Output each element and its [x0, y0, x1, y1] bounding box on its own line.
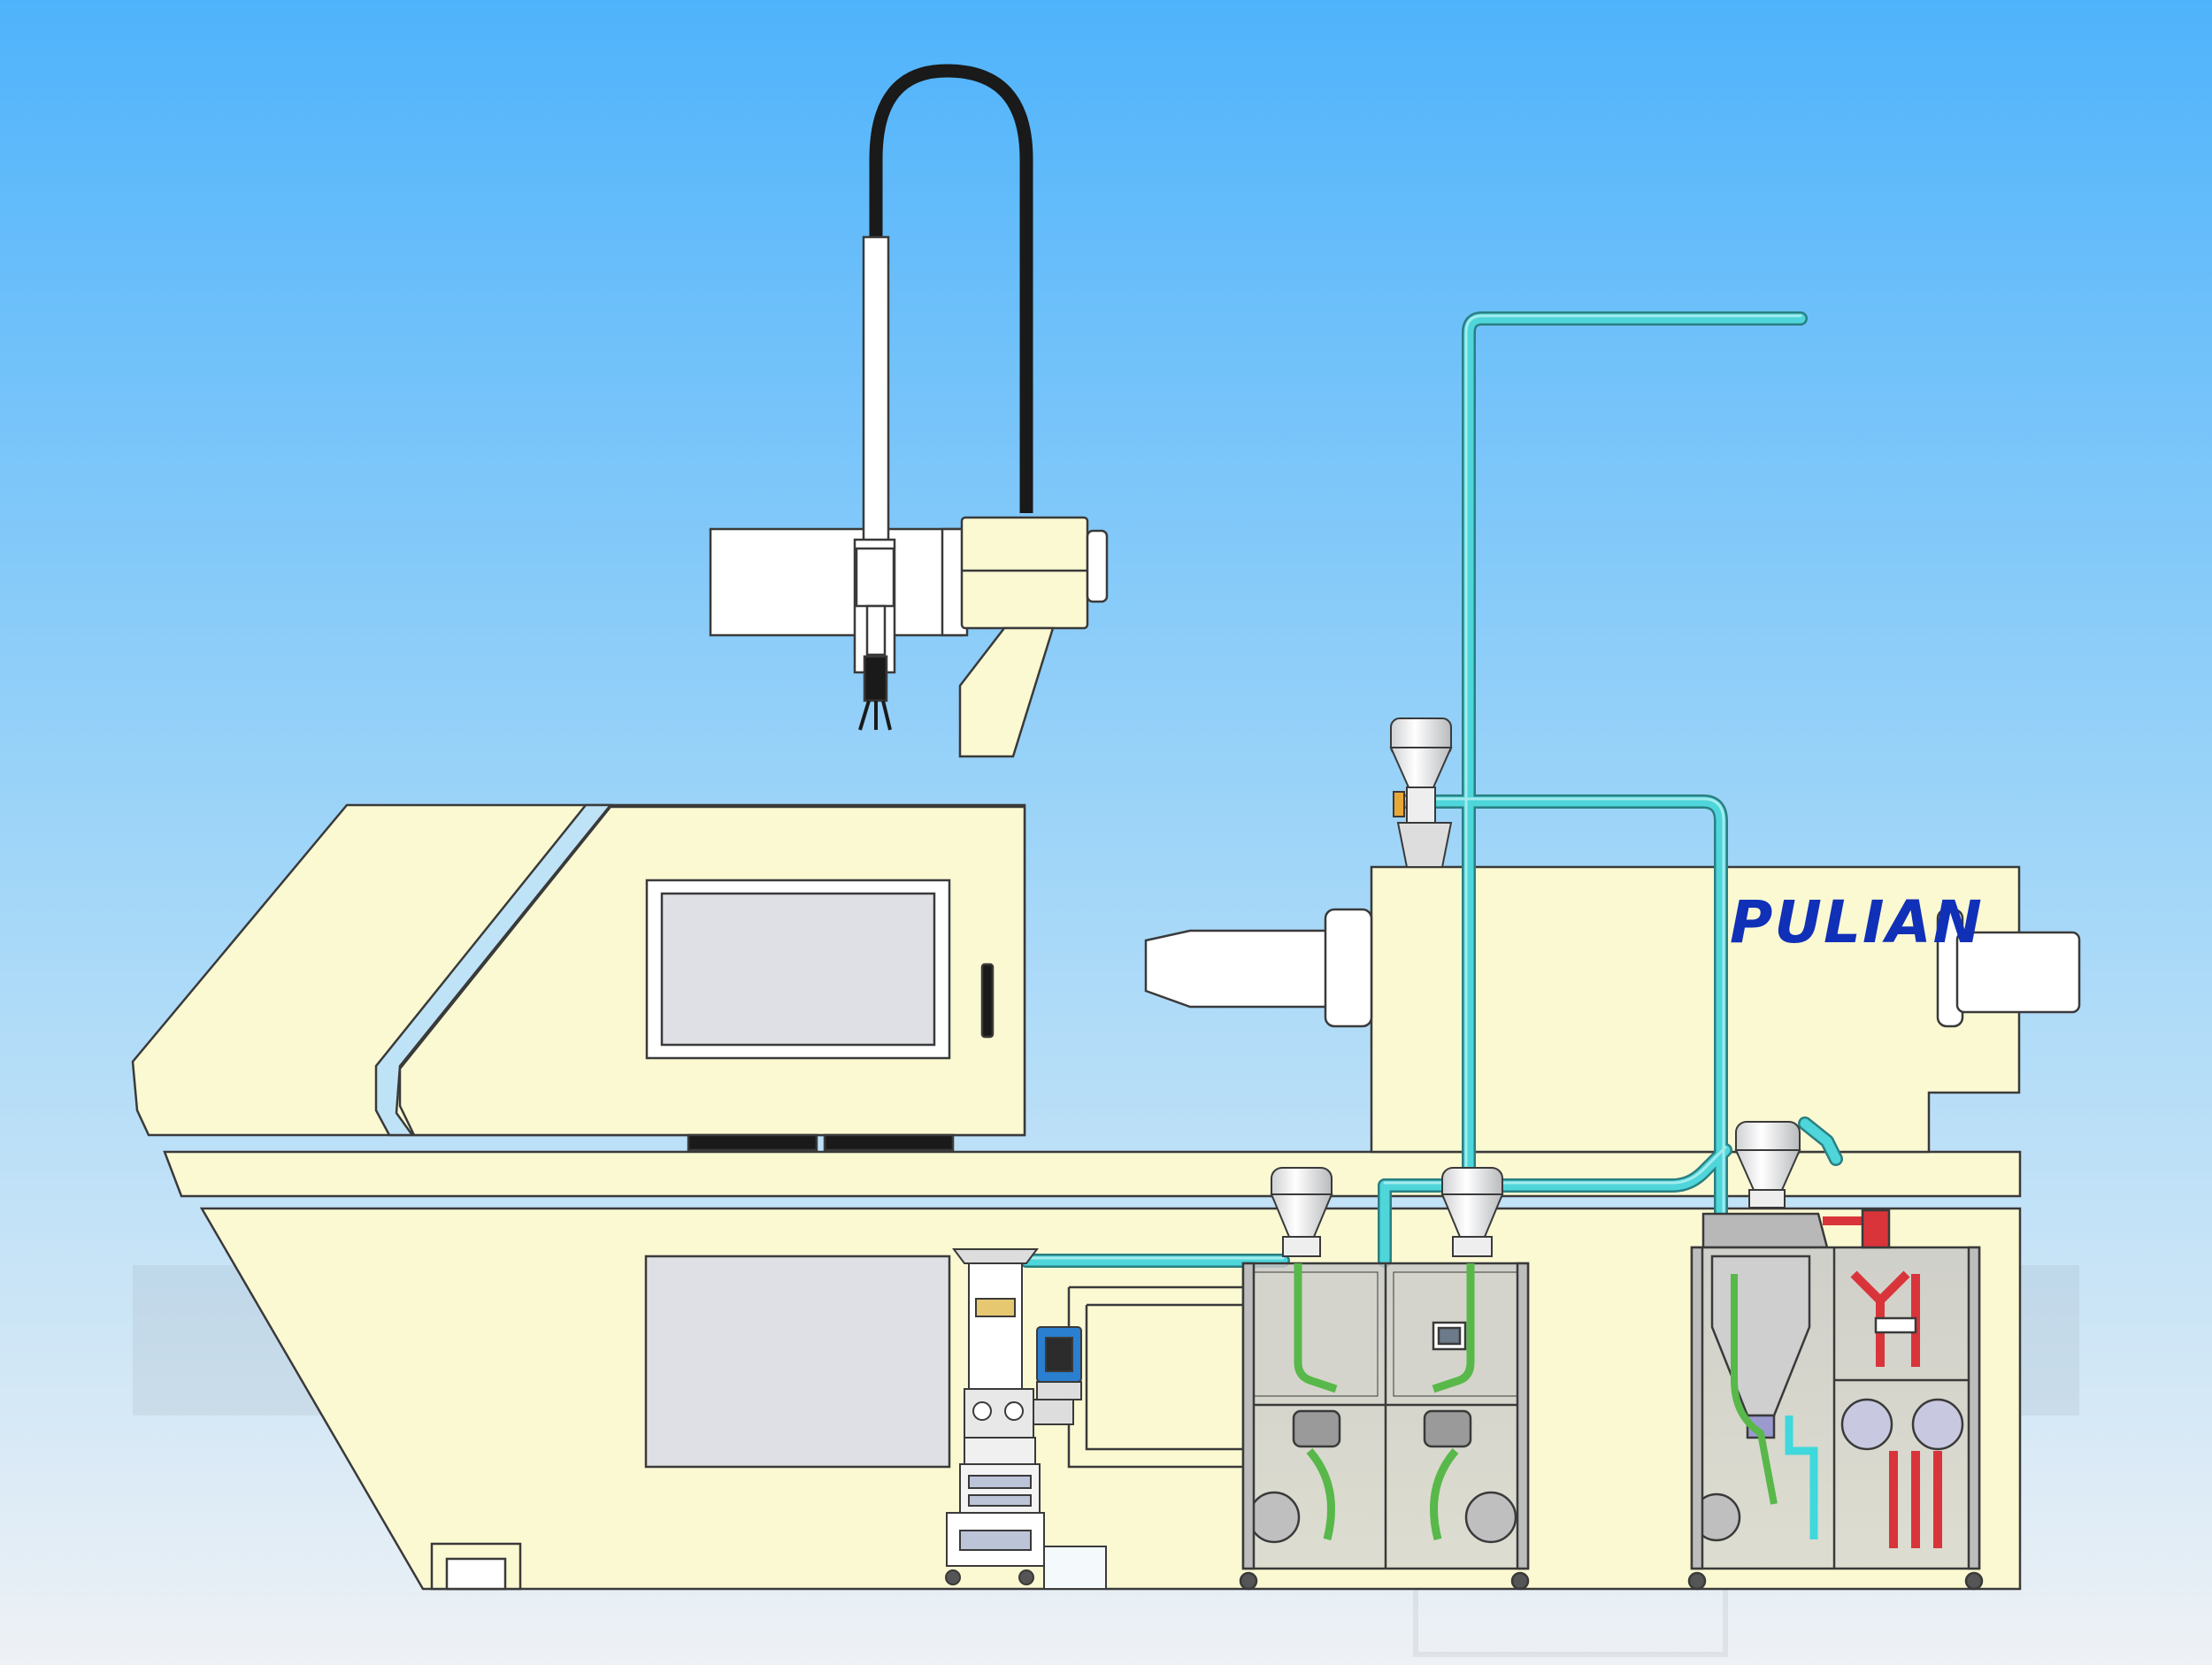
clamp-foot-left — [687, 1133, 818, 1152]
clamp-foot-right — [823, 1133, 955, 1152]
granulator — [945, 1248, 1107, 1590]
hopper-loader-middle — [1440, 1167, 1504, 1257]
cable-carrier — [869, 64, 1033, 513]
take-out-robot — [709, 64, 1109, 758]
robot-carriage — [960, 516, 1089, 630]
hopper-loader-top — [1389, 717, 1453, 868]
dehumidifier-cabinet-right — [1687, 1208, 1984, 1591]
hopper-loader-right — [1734, 1121, 1801, 1208]
granulator-label — [975, 1298, 1016, 1317]
hopper-loader-left — [1270, 1167, 1333, 1257]
brand-logo: PULIAN — [1730, 888, 1984, 956]
vertical-arm — [862, 235, 890, 544]
base-access-panel — [644, 1255, 951, 1469]
door-handle — [980, 963, 995, 1039]
gripper-head — [863, 655, 888, 702]
traverse-beam — [709, 527, 964, 637]
vacuum-conveying-pipe — [1019, 311, 1843, 1268]
dryer-cabinet-left — [1239, 1262, 1530, 1591]
injection-molding-machine — [131, 803, 2081, 1591]
gripper-fingers — [858, 700, 892, 731]
